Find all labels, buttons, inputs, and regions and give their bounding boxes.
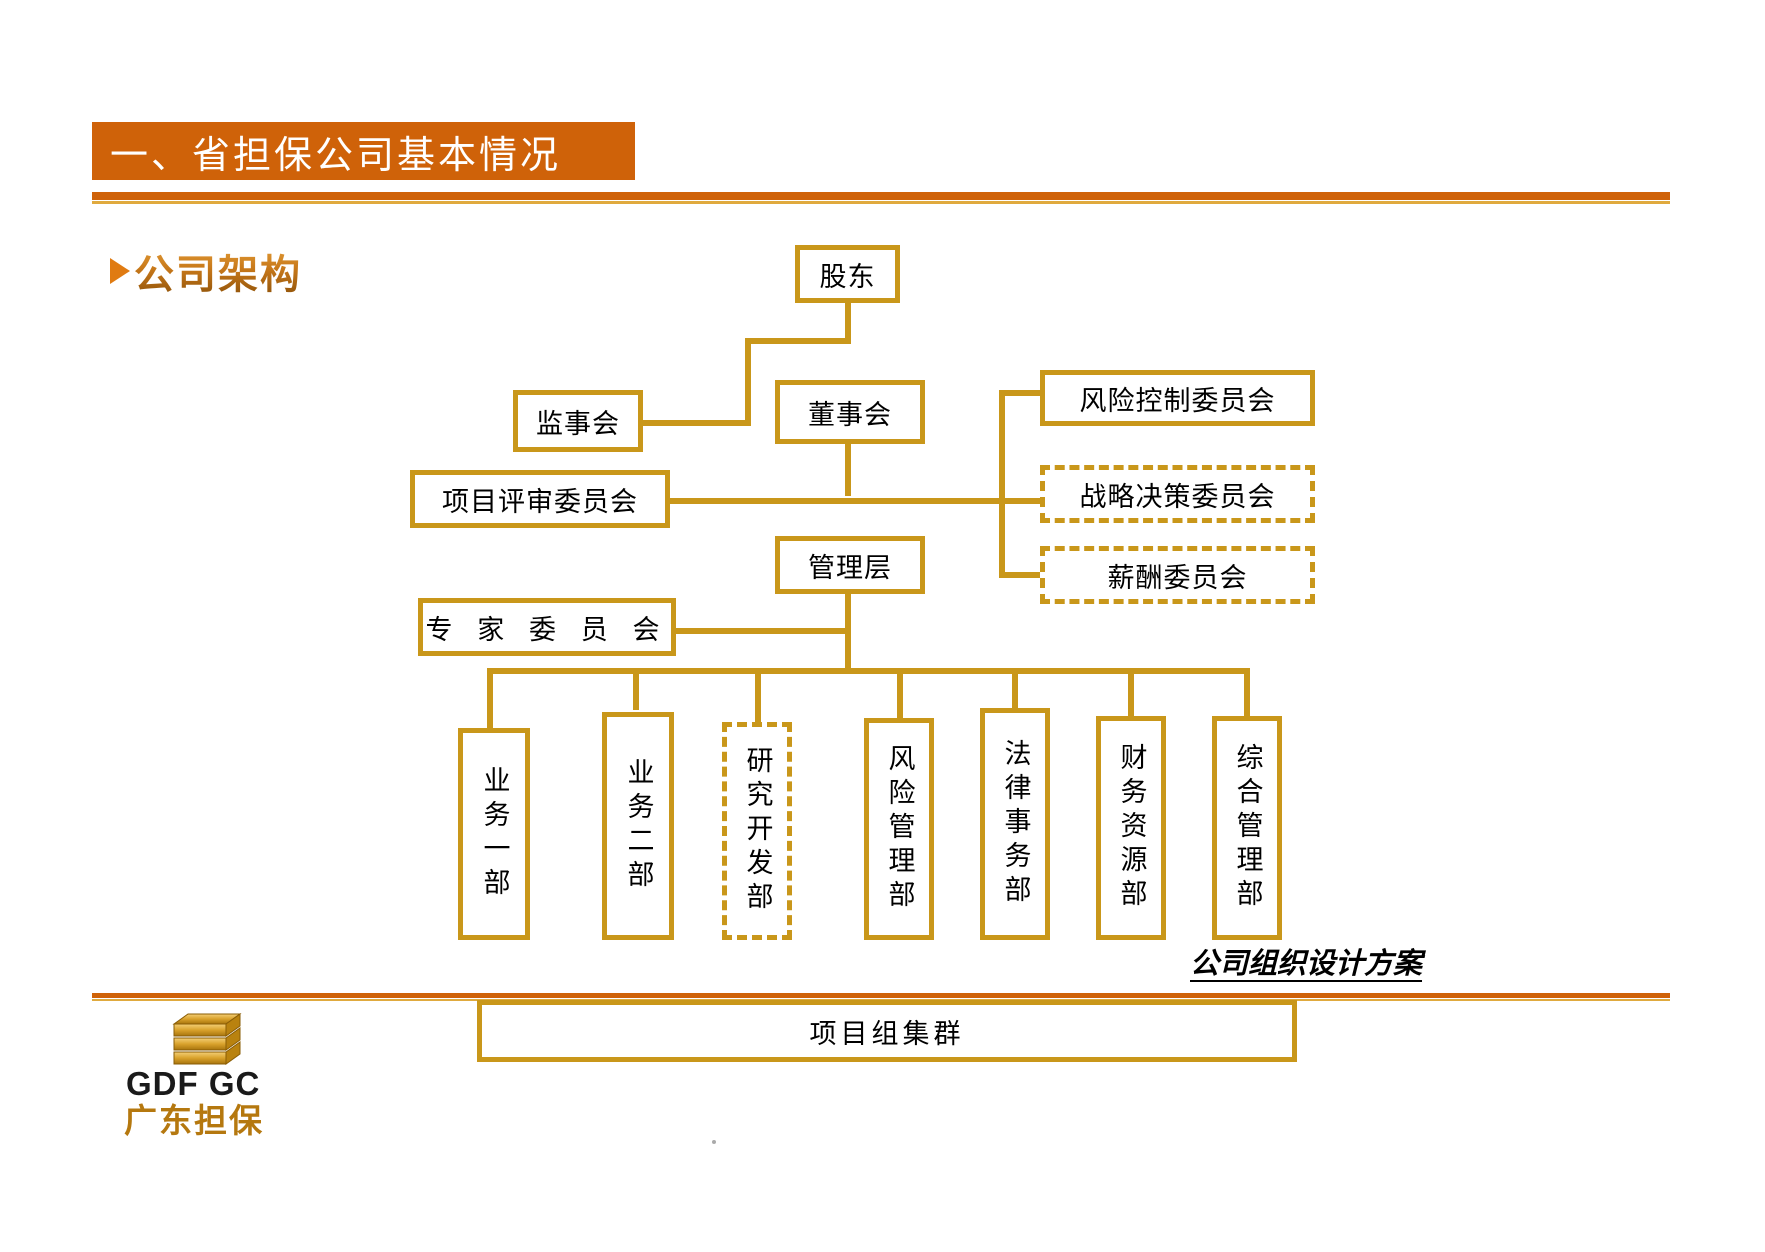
org-node-label: 薪酬委员会 (1107, 562, 1248, 593)
org-node-label: 管理层 (808, 552, 892, 583)
org-node-expert-committee[interactable]: 专 家 委 员 会 (418, 598, 676, 656)
org-node-dept-business-2[interactable]: 业务二部 (602, 712, 674, 940)
org-node-label: 风险管理部 (884, 744, 915, 914)
org-node-label: 风险控制委员会 (1079, 385, 1276, 416)
footer-divider-thick (92, 993, 1670, 998)
title-divider-thin (92, 201, 1670, 204)
org-node-label: 股东 (819, 261, 876, 292)
connector-department-bus (487, 668, 1247, 674)
connector-drop-rnd (755, 668, 761, 724)
org-node-dept-business-1[interactable]: 业务一部 (458, 728, 530, 940)
org-node-label: 董事会 (808, 399, 892, 430)
connector-project-review-in (667, 498, 851, 504)
org-node-dept-risk-management[interactable]: 风险管理部 (864, 718, 934, 940)
org-node-label: 研究开发部 (742, 746, 773, 916)
connector-drop-legal (1012, 668, 1018, 710)
triangle-arrow-icon (110, 258, 130, 284)
connector-supervisors-in (573, 420, 751, 426)
title-divider-thick (92, 192, 1670, 200)
org-node-dept-finance[interactable]: 财务资源部 (1096, 716, 1166, 940)
decor-dot (712, 1140, 716, 1144)
org-node-label: 业务一部 (479, 766, 510, 902)
section-subtitle: 公司架构 (110, 242, 302, 300)
org-node-label: 战略决策委员会 (1079, 481, 1276, 512)
org-node-label: 专 家 委 员 会 (425, 614, 669, 645)
connector-directors-right (845, 498, 1005, 504)
org-node-label: 项目评审委员会 (442, 486, 638, 517)
footer-note: 公司组织设计方案 (1190, 948, 1423, 980)
section-subtitle-label: 公司架构 (134, 242, 302, 300)
slide-title-banner: 一、省担保公司基本情况 (92, 122, 635, 180)
page-title: 一、省担保公司基本情况 (110, 134, 562, 177)
org-node-project-group-cluster[interactable]: 项目组集群 (477, 1000, 1297, 1062)
org-node-label: 综合管理部 (1232, 743, 1263, 913)
connector-shareholders-left (745, 338, 851, 344)
connector-to-strategy (999, 498, 1044, 504)
connector-drop-finance (1128, 668, 1134, 718)
connector-expert-committee (673, 628, 847, 634)
org-node-board-directors[interactable]: 董事会 (775, 380, 925, 444)
org-node-risk-control-committee[interactable]: 风险控制委员会 (1040, 370, 1315, 426)
org-node-management[interactable]: 管理层 (775, 536, 925, 594)
logo-chinese-text: 广东担保 (124, 1104, 264, 1140)
connector-to-compensation (999, 572, 1044, 578)
org-node-label: 监事会 (536, 408, 620, 439)
company-logo: GDF GC 广东担保 (118, 1010, 388, 1140)
logo-latin-text: GDF GC (126, 1065, 261, 1102)
org-node-board-supervisors[interactable]: 监事会 (513, 390, 643, 452)
org-node-strategy-committee[interactable]: 战略决策委员会 (1040, 465, 1315, 523)
stacked-hexagon-logo-icon (164, 1010, 250, 1072)
connector-drop-risk-mgmt (897, 668, 903, 720)
connector-directors-management (845, 398, 851, 496)
connector-shareholders-down (845, 285, 851, 344)
org-node-dept-rnd[interactable]: 研究开发部 (722, 722, 792, 940)
connector-right-committee-spine (999, 390, 1005, 575)
org-node-shareholders[interactable]: 股东 (795, 245, 900, 303)
org-node-label: 业务二部 (623, 758, 654, 894)
connector-drop-general-mgmt (1244, 668, 1250, 718)
connector-management-down (845, 592, 851, 672)
org-node-dept-general-management[interactable]: 综合管理部 (1212, 716, 1282, 940)
connector-drop-business-1 (487, 668, 493, 731)
org-node-compensation-committee[interactable]: 薪酬委员会 (1040, 546, 1315, 604)
org-node-label: 财务资源部 (1116, 743, 1147, 913)
org-node-label: 项目组集群 (809, 1018, 965, 1049)
connector-to-risk-control (999, 390, 1044, 396)
org-node-label: 法律事务部 (1000, 739, 1031, 909)
org-node-dept-legal[interactable]: 法律事务部 (980, 708, 1050, 940)
org-node-project-review-committee[interactable]: 项目评审委员会 (410, 470, 670, 528)
connector-drop-business-2 (633, 668, 639, 710)
connector-supervisors-down (745, 338, 751, 426)
